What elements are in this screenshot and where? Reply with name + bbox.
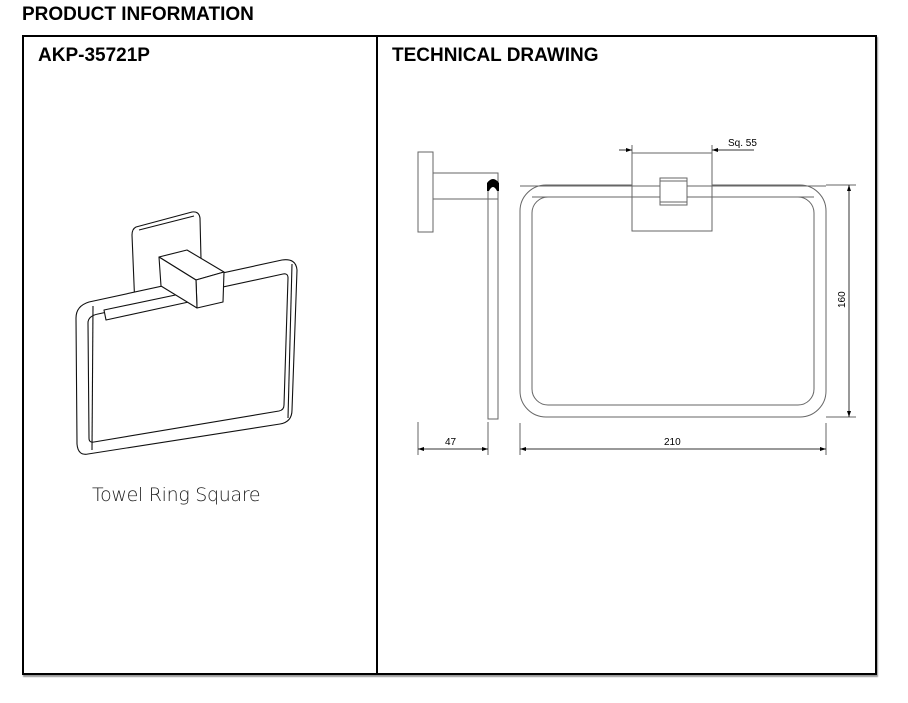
side-view-drawing: 47 (417, 151, 499, 455)
product-name: Towel Ring Square (92, 484, 261, 506)
depth-dimension-label: 47 (445, 437, 457, 448)
column-divider (376, 37, 378, 673)
product-illustration (75, 211, 298, 455)
front-view-drawing: Sq. 55 210 160 (519, 138, 856, 455)
holder-block-side (158, 256, 198, 309)
side-backplate (417, 151, 434, 233)
side-ring-bar (487, 188, 499, 420)
front-holder (659, 177, 688, 206)
backplate-dimension-label: Sq. 55 (728, 138, 757, 149)
height-dimension-label: 160 (837, 291, 848, 308)
width-dimension-label: 210 (664, 437, 681, 448)
product-code: AKP-35721P (38, 45, 150, 66)
ring-inner (87, 273, 289, 443)
technical-drawing-title: TECHNICAL DRAWING (392, 45, 599, 66)
section-title: PRODUCT INFORMATION (22, 4, 254, 25)
product-info-table: AKP-35721P TECHNICAL DRAWING Towel Ring … (22, 35, 877, 675)
